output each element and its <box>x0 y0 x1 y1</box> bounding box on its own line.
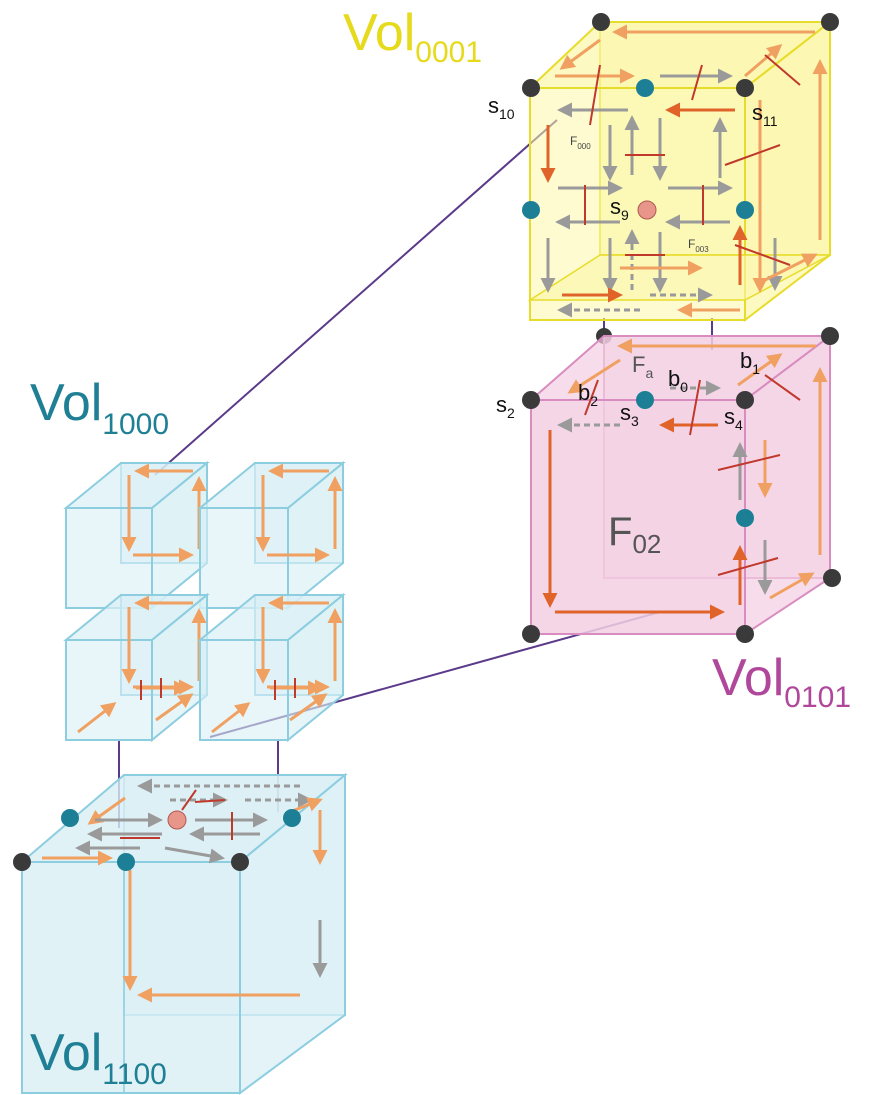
node-black <box>13 853 31 871</box>
node-salmon <box>638 201 656 219</box>
big-blue-cube: Vol1100 <box>13 775 345 1093</box>
node-black <box>821 13 839 31</box>
s2-label: s2 <box>496 392 515 421</box>
vol-1000-label: Vol1000 <box>30 374 169 441</box>
node-black <box>736 391 754 409</box>
node-black <box>592 13 610 31</box>
cube-front-face <box>66 508 152 608</box>
vol-0001-label: Vol0001 <box>343 4 482 69</box>
node-teal <box>736 201 754 219</box>
node-black <box>736 625 754 643</box>
node-teal <box>61 809 79 827</box>
node-black <box>821 327 839 345</box>
node-teal <box>636 79 654 97</box>
node-black <box>231 853 249 871</box>
yellow-cube: Vol0001 s10 s11 F000 s9 F003 <box>343 4 839 344</box>
node-salmon <box>168 811 186 829</box>
node-teal <box>283 809 301 827</box>
node-black <box>823 569 841 587</box>
node-teal <box>522 201 540 219</box>
cube-front-face <box>200 508 288 608</box>
node-black <box>736 79 754 97</box>
cube-front-face <box>531 400 745 634</box>
s10-label: s10 <box>488 93 515 122</box>
node-black <box>522 79 540 97</box>
node-teal <box>636 391 654 409</box>
small-cubes-group <box>66 463 343 740</box>
connector-line <box>155 120 557 475</box>
node-black <box>522 391 540 409</box>
cube-front-face <box>66 640 152 740</box>
node-teal <box>117 853 135 871</box>
vol-0101-label: Vol0101 <box>712 649 851 714</box>
node-teal <box>736 509 754 527</box>
pink-cube: Fa b0 b1 b2 s2 s3 s4 F02 Vol0101 <box>496 327 851 714</box>
node-black <box>522 625 540 643</box>
